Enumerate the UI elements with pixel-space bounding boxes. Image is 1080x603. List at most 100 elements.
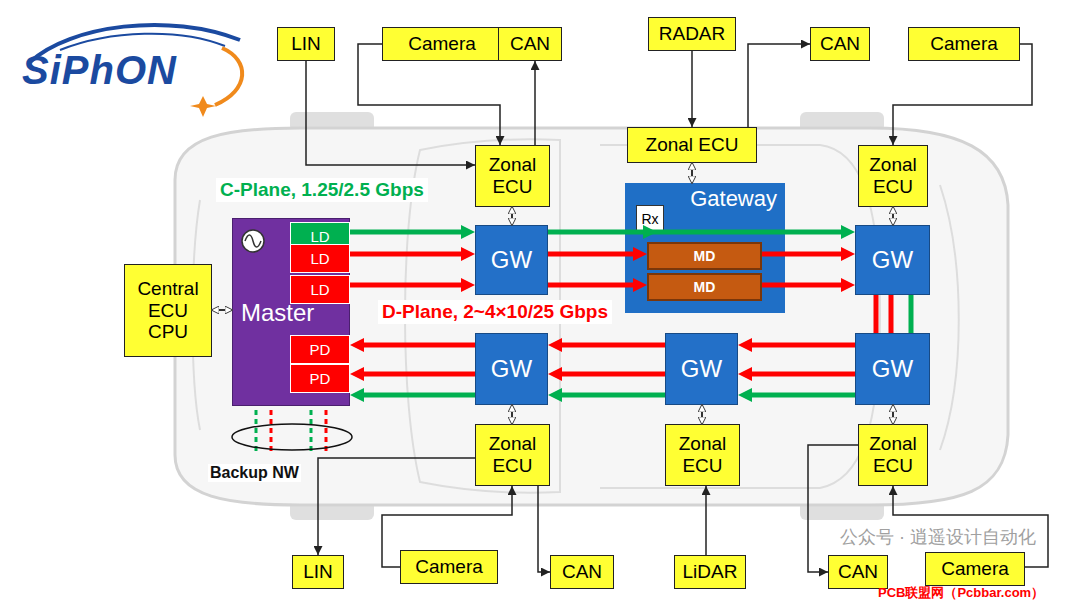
bidirectional-arrow <box>212 309 232 311</box>
receiver-box: Rx <box>636 205 664 233</box>
logo-arc <box>60 34 225 50</box>
d-plane-link <box>555 372 665 377</box>
gw-switch-box: GW <box>855 225 930 295</box>
gw-label: GW <box>872 246 913 274</box>
signal-arrow <box>382 486 512 567</box>
modulator-box: MD <box>647 242 762 270</box>
device-box: CAN <box>498 27 562 61</box>
box-label: LIN <box>291 33 321 55</box>
roof-line <box>600 145 880 488</box>
device-box: Zonal ECU <box>475 145 550 207</box>
master-label: Master <box>241 299 314 327</box>
bidirectional-arrow <box>701 405 703 424</box>
box-label: Camera <box>415 556 483 578</box>
d-plane-link <box>357 343 475 348</box>
device-box: Zonal ECU <box>475 424 550 486</box>
signal-arrow <box>306 61 475 165</box>
bidirectional-arrow <box>892 207 894 225</box>
bidirectional-arrow <box>511 207 513 225</box>
device-box: Camera <box>908 27 1020 61</box>
device-box: Zonal ECU <box>858 145 928 207</box>
port-label: LD <box>310 250 329 267</box>
photo-laser-port: PD <box>290 364 350 393</box>
c-plane-link <box>745 393 855 398</box>
backup-link <box>270 410 273 452</box>
box-label: CAN <box>562 561 602 583</box>
backup-label: Backup NW <box>208 464 301 482</box>
signal-arrow <box>748 44 810 127</box>
c-plane-link <box>357 393 475 398</box>
backup-ellipse <box>232 424 352 450</box>
gw-label: GW <box>491 246 532 274</box>
box-label: CAN <box>510 33 550 55</box>
port-label: PD <box>310 370 331 387</box>
device-box: CAN <box>828 555 888 589</box>
d-plane-link <box>745 372 855 377</box>
car-body <box>175 128 1008 505</box>
device-box: Central ECU CPU <box>124 264 212 357</box>
device-box: Camera <box>382 27 502 61</box>
photo-laser-port: PD <box>290 335 350 364</box>
d-plane-link <box>874 295 879 333</box>
gw-switch-box: GW <box>855 333 930 405</box>
plane-label: C-Plane, 1.25/2.5 Gbps <box>216 178 428 202</box>
gw-switch-box: GW <box>475 225 548 295</box>
port-label: Rx <box>641 211 658 227</box>
c-plane-link <box>909 295 914 333</box>
device-box: CAN <box>550 555 614 589</box>
trunk-line <box>940 185 959 450</box>
d-plane-link <box>548 283 640 288</box>
box-label: Camera <box>941 558 1009 580</box>
backup-link <box>255 410 258 452</box>
logo-star <box>190 96 216 117</box>
d-plane-link <box>350 283 468 288</box>
d-plane-link <box>889 295 894 333</box>
port-label: MD <box>694 279 716 295</box>
d-plane-link <box>762 283 848 288</box>
device-box: CAN <box>810 27 870 61</box>
watermark: 公众号 · 逍遥设计自动化 <box>838 527 1038 548</box>
car-outline <box>175 112 1008 520</box>
d-plane-link <box>745 343 855 348</box>
box-label: Zonal ECU <box>646 134 739 156</box>
device-box: LIN <box>277 27 335 61</box>
gateway-label: Gateway <box>690 186 777 211</box>
port-label: LD <box>310 228 329 245</box>
gw-label: GW <box>681 355 722 383</box>
box-label: Zonal ECU <box>863 433 923 477</box>
port-label: PD <box>310 341 331 358</box>
bidirectional-arrow <box>892 405 894 424</box>
box-label: Camera <box>408 33 476 55</box>
c-plane-link <box>350 230 468 235</box>
gw-switch-box: GW <box>475 333 548 405</box>
backup-link <box>310 410 313 452</box>
device-box: RADAR <box>648 17 736 51</box>
watermark: PCB联盟网（Pcbbar.com） <box>878 586 1044 601</box>
box-label: Zonal ECU <box>670 433 735 477</box>
c-plane-link <box>650 232 848 233</box>
signal-arrow <box>318 458 475 555</box>
gw-label: GW <box>872 355 913 383</box>
device-box: Zonal ECU <box>627 127 757 163</box>
sine-wave <box>245 235 261 247</box>
gw-label: GW <box>491 355 532 383</box>
signal-arrow <box>691 51 693 127</box>
device-box: LIN <box>292 555 344 589</box>
bidirectional-arrow <box>511 405 513 424</box>
signal-arrow <box>893 44 1032 145</box>
master-unit: MasterLDLDLDPDPD <box>232 218 350 406</box>
d-plane-link <box>357 372 475 377</box>
box-label: Central ECU CPU <box>129 278 207 344</box>
box-label: Zonal ECU <box>863 154 923 198</box>
signal-arrow <box>705 486 707 555</box>
signal-arrow <box>538 486 550 572</box>
device-box: Zonal ECU <box>858 424 928 486</box>
logo-arc <box>215 48 242 105</box>
box-label: Camera <box>930 33 998 55</box>
device-box: Camera <box>400 550 498 584</box>
port-label: MD <box>694 248 716 264</box>
d-plane-link <box>555 343 665 348</box>
plane-label: D-Plane, 2~4×10/25 Gbps <box>378 300 612 324</box>
photo-laser-port: LD <box>290 244 350 273</box>
logo-text: SiPhON <box>22 47 177 93</box>
